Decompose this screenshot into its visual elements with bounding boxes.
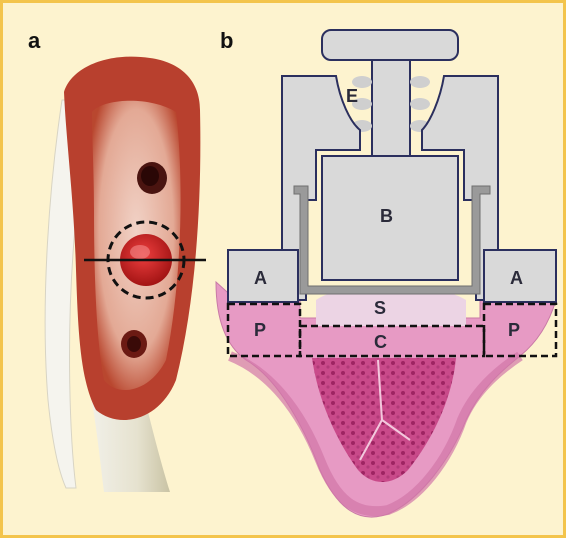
label-b: B xyxy=(380,206,393,226)
label-s: S xyxy=(374,298,386,318)
label-c: C xyxy=(374,332,387,352)
screw-knob xyxy=(322,30,458,60)
label-a-right: A xyxy=(510,268,523,288)
panel-a-bone-photo xyxy=(45,57,206,492)
label-e: E xyxy=(346,86,358,106)
panel-b-schematic: E B A A S P C P xyxy=(216,30,556,517)
label-a-left: A xyxy=(254,268,267,288)
label-p-left: P xyxy=(254,320,266,340)
label-p-right: P xyxy=(508,320,520,340)
screw-shaft xyxy=(372,60,410,156)
